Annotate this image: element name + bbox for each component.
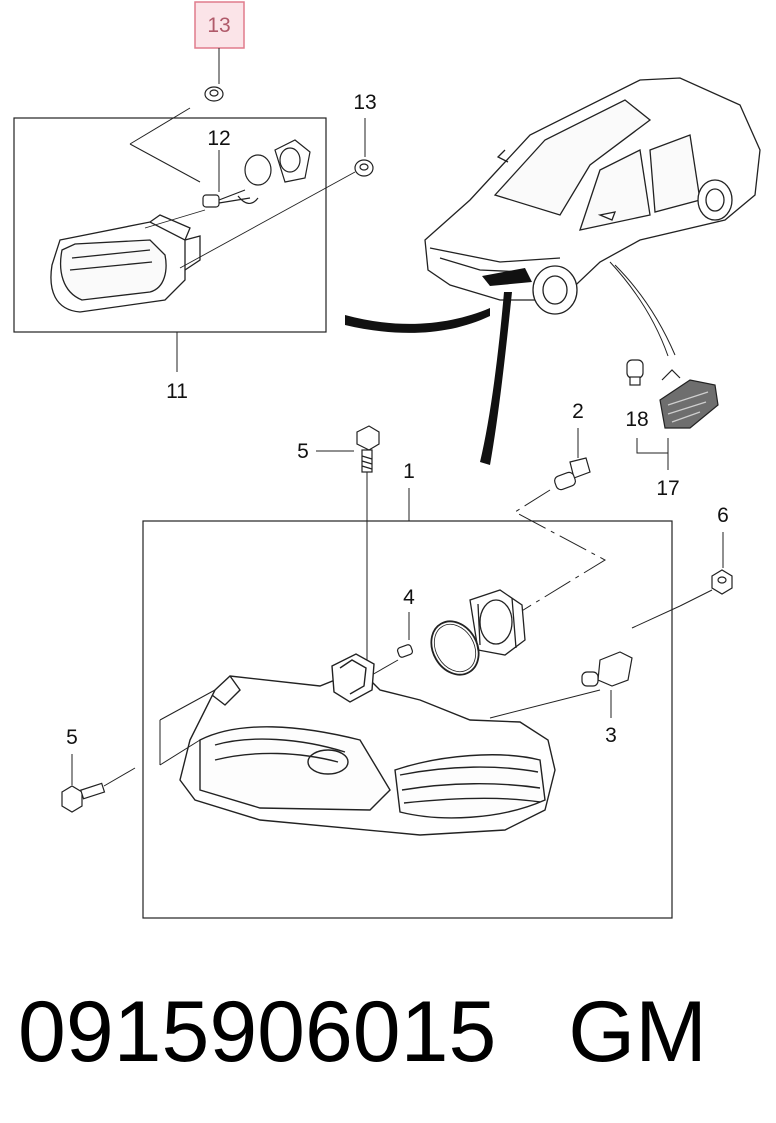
headlamp-socket-cap — [469, 589, 526, 656]
headlamp-assembly — [179, 653, 556, 836]
nut-6 — [711, 569, 733, 595]
highlight-box — [194, 1, 245, 49]
side-repeater-bulb-18 — [626, 359, 644, 386]
fog-socket — [244, 139, 311, 186]
bulb-2 — [554, 457, 591, 491]
bolt-5-bottom — [61, 782, 106, 813]
o-ring — [430, 620, 480, 676]
car-headlamp-marker — [482, 268, 532, 286]
part-number: 0915906015 — [18, 984, 497, 1080]
side-repeater-lamp-17 — [659, 369, 719, 429]
car-illustration — [424, 77, 761, 315]
manufacturer-label: GM — [568, 984, 707, 1080]
callout-5-bottom[interactable]: 5 — [66, 726, 78, 749]
fog-bulb-12 — [202, 189, 259, 208]
bulb-socket-3 — [581, 651, 633, 687]
callout-18[interactable]: 18 — [625, 408, 648, 431]
headlamp-assembly-box — [142, 520, 673, 919]
bolt-5-top — [356, 425, 380, 473]
callout-13-highlighted[interactable]: 13 — [207, 14, 230, 37]
callout-13[interactable]: 13 — [353, 91, 376, 114]
bulb-4 — [396, 644, 414, 658]
nut-13-right — [354, 159, 374, 177]
callout-11[interactable]: 11 — [166, 380, 188, 403]
callout-3[interactable]: 3 — [605, 724, 617, 747]
nut-13-top — [204, 86, 224, 102]
leader-side-repeater — [614, 264, 676, 356]
callout-5-top[interactable]: 5 — [297, 440, 309, 463]
callout-1[interactable]: 1 — [403, 460, 415, 483]
leader-swoosh-fog — [345, 308, 490, 333]
fog-lamp-illustration — [50, 214, 201, 313]
leader-swoosh-headlamp — [480, 292, 512, 465]
part-number-footer: 0915906015 GM — [18, 982, 758, 1082]
callout-12[interactable]: 12 — [207, 127, 230, 150]
callout-2[interactable]: 2 — [572, 400, 584, 423]
callout-4[interactable]: 4 — [403, 586, 415, 609]
callout-17[interactable]: 17 — [656, 477, 679, 500]
parts-diagram: 13 13 12 11 — [13, 1, 761, 919]
fog-lamp-inset-box — [13, 117, 327, 333]
callout-6[interactable]: 6 — [717, 504, 729, 527]
